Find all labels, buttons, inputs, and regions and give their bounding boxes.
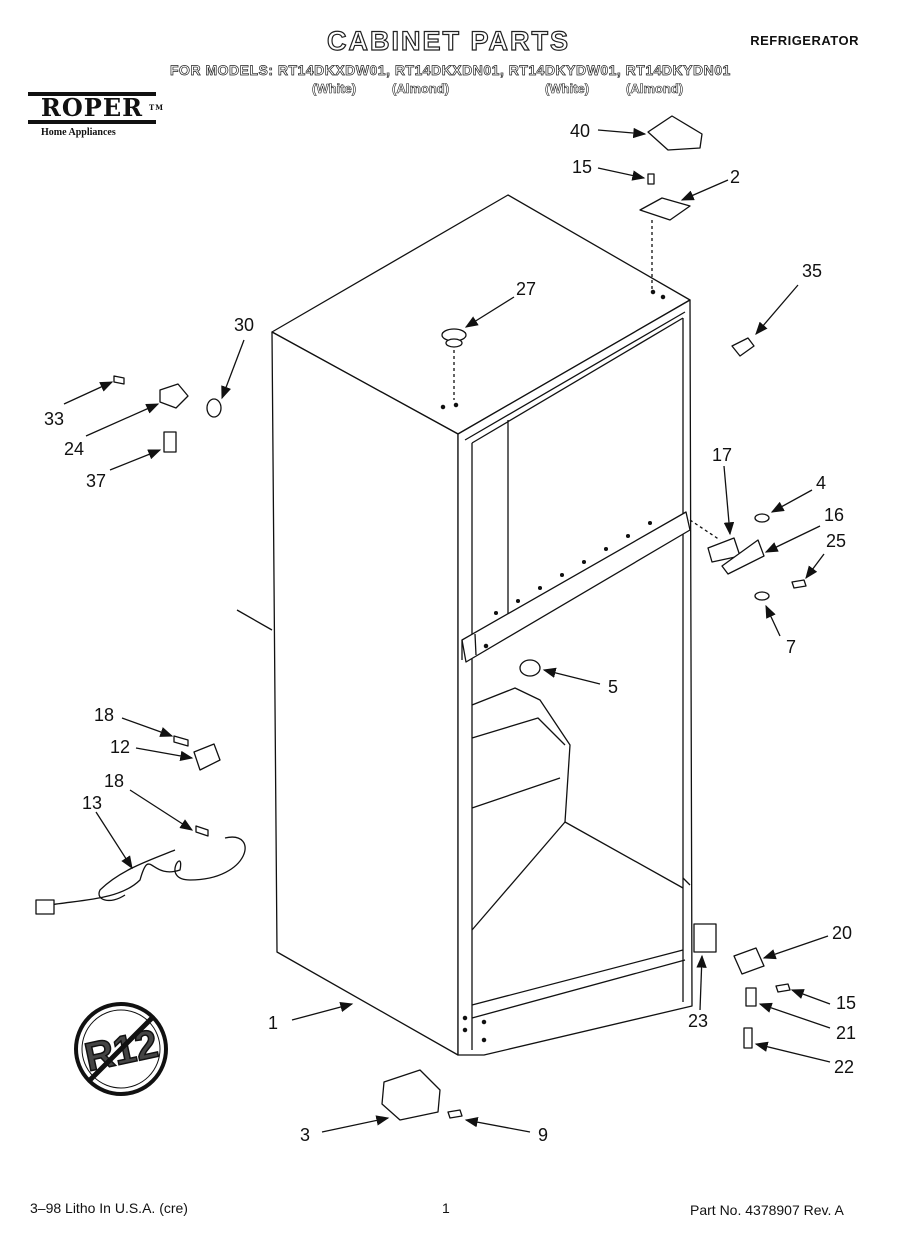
callout-21: 21 <box>836 1023 857 1043</box>
callout-20: 20 <box>832 923 853 943</box>
page-title: CABINET PARTS <box>326 25 570 56</box>
callout-40: 40 <box>570 121 591 141</box>
color-label-2: (Almond) <box>392 81 450 97</box>
callout-3: 3 <box>300 1125 311 1145</box>
callout-18-upper: 18 <box>94 705 115 725</box>
callout-35: 35 <box>802 261 823 281</box>
callout-13: 13 <box>82 793 103 813</box>
callout-9: 9 <box>538 1125 549 1145</box>
footer-litho: 3–98 Litho In U.S.A. (cre) <box>30 1200 188 1216</box>
callout-15: 15 <box>572 157 593 177</box>
models-line: FOR MODELS: RT14DKXDW01, RT14DKXDN01, RT… <box>170 62 731 79</box>
callout-17: 17 <box>712 445 733 465</box>
callout-18-lower: 18 <box>104 771 125 791</box>
color-label-4: (Almond) <box>626 81 684 97</box>
callout-37: 37 <box>86 471 107 491</box>
callout-22: 22 <box>834 1057 855 1077</box>
footer-part-number: Part No. 4378907 Rev. A <box>690 1202 844 1218</box>
callout-27: 27 <box>516 279 537 299</box>
r12-prohibited-badge: R12 <box>72 1000 170 1098</box>
callout-23: 23 <box>688 1011 709 1031</box>
cabinet-shell <box>236 194 693 1056</box>
callout-25: 25 <box>826 531 847 551</box>
callout-12: 12 <box>110 737 131 757</box>
color-label-1: (White) <box>312 81 357 97</box>
footer-page-number: 1 <box>442 1200 450 1216</box>
callout-2: 2 <box>730 167 741 187</box>
callout-5: 5 <box>608 677 619 697</box>
callout-24: 24 <box>64 439 85 459</box>
callout-7: 7 <box>786 637 797 657</box>
color-label-3: (White) <box>545 81 590 97</box>
callout-1: 1 <box>268 1013 279 1033</box>
callout-30: 30 <box>234 315 255 335</box>
callout-15-lower: 15 <box>836 993 857 1013</box>
callout-33: 33 <box>44 409 65 429</box>
callout-4: 4 <box>816 473 827 493</box>
roper-logo: ROPER TM Home Appliances <box>28 92 163 138</box>
callout-16: 16 <box>824 505 845 525</box>
appliance-category: REFRIGERATOR <box>750 33 859 48</box>
logo-text: ROPER <box>40 93 144 122</box>
trademark-mark: TM <box>149 103 164 112</box>
logo-tagline: Home Appliances <box>41 127 116 138</box>
